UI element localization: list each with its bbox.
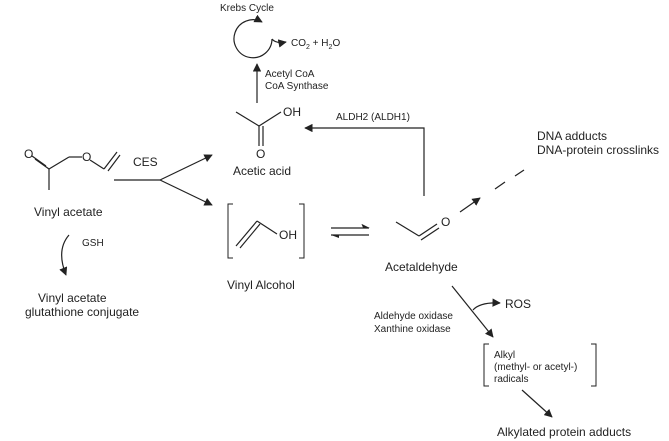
- gsh-label: GSH: [82, 238, 104, 249]
- vinyl-acetate-label: Vinyl acetate: [34, 205, 103, 219]
- vinyl-acetate-carbonyl-o: O: [24, 147, 33, 161]
- krebs-products: CO2 + H2O: [291, 38, 340, 51]
- krebs-cycle-label: Krebs Cycle: [220, 3, 274, 14]
- krebs-cycle-circle-icon: [233, 14, 287, 59]
- vinyl-acetate-structure: O O: [24, 147, 121, 190]
- acetaldehyde-label: Acetaldehyde: [385, 260, 458, 274]
- aldh-arrow: [304, 123, 425, 196]
- xanthine-oxidase-label: Xanthine oxidase: [374, 324, 451, 335]
- ros-label: ROS: [505, 297, 531, 311]
- protein-adduct-arrow: [521, 389, 553, 418]
- ces-label: CES: [133, 155, 158, 169]
- acetyl-coa-synthase-label-2: CoA Synthase: [265, 81, 329, 92]
- vinyl-alcohol-oh-atom: OH: [279, 228, 297, 242]
- acetic-acid-label: Acetic acid: [233, 164, 291, 178]
- alkylated-protein-adducts-label: Alkylated protein adducts: [497, 425, 631, 439]
- aldh-label: ALDH2 (ALDH1): [336, 112, 410, 123]
- conjugate-label-1: Vinyl acetate: [38, 291, 107, 305]
- alkyl-label-3: radicals: [494, 374, 528, 385]
- acetaldehyde-structure: O: [395, 215, 450, 241]
- oxidase-arrow: [451, 285, 501, 338]
- ces-branch-arrow: [114, 154, 213, 206]
- acetyl-coa-synthase-label-1: Acetyl CoA: [265, 69, 315, 80]
- acetaldehyde-o-atom: O: [441, 215, 450, 229]
- vinyl-acetate-ester-o: O: [82, 150, 91, 164]
- acetic-acid-o-atom: O: [256, 147, 265, 161]
- vinyl-alcohol-label: Vinyl Alcohol: [227, 278, 295, 292]
- acetic-acid-structure: OH O: [235, 105, 301, 161]
- aldehyde-oxidase-label: Aldehyde oxidase: [374, 311, 453, 322]
- alkyl-label-2: (methyl- or acetyl-): [494, 362, 577, 373]
- acetic-acid-oh-atom: OH: [283, 105, 301, 119]
- alkyl-label-1: Alkyl: [494, 350, 515, 361]
- alkyl-radicals-bracket: [483, 343, 597, 387]
- conjugate-label-2: glutathione conjugate: [25, 305, 139, 319]
- dna-adducts-label: DNA adducts: [537, 129, 607, 143]
- equilibrium-arrows: [331, 223, 370, 238]
- dna-dashed-arrow: [459, 169, 525, 213]
- dna-crosslinks-label: DNA-protein crosslinks: [537, 143, 659, 157]
- vinyl-alcohol-structure: OH: [227, 203, 305, 259]
- gsh-arrow: [59, 234, 70, 276]
